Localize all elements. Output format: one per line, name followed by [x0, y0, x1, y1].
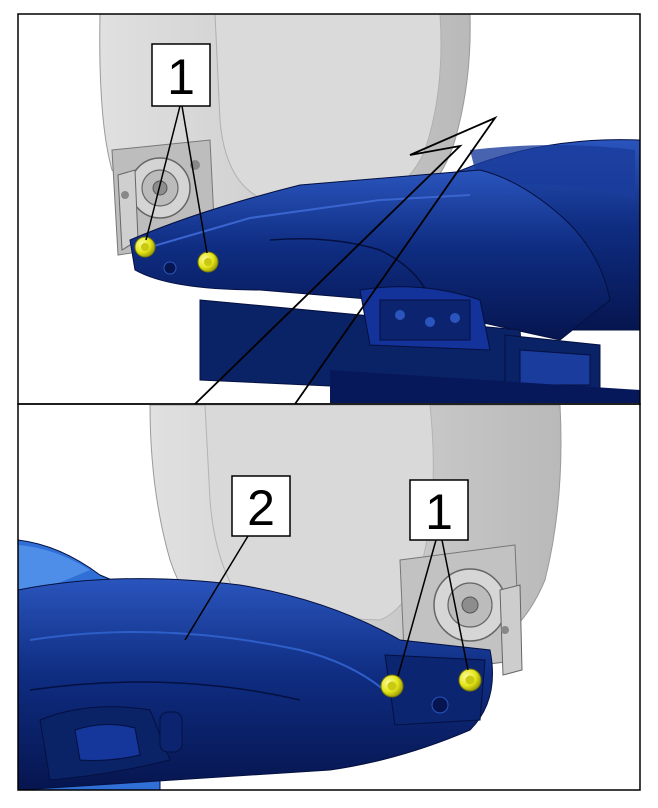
callout-1-top: 1 [145, 43, 211, 254]
yellow-bolt-icon [197, 251, 219, 273]
yellow-bolt-icon [134, 236, 156, 258]
seat-rails [199, 286, 640, 403]
callout-label: 1 [425, 484, 453, 540]
callout-2-bottom: 2 [184, 475, 291, 641]
backrest-inner-panel [214, 14, 442, 199]
leader-line [184, 535, 249, 641]
side-trim-panel [129, 169, 611, 341]
leader-line [397, 539, 437, 677]
leader-line [181, 105, 208, 254]
leader-line [441, 539, 469, 671]
yellow-bolt-icon [380, 674, 404, 698]
recliner-mechanism [111, 139, 216, 256]
callout-label: 1 [167, 49, 195, 105]
bottom-panel-frame [17, 403, 641, 791]
callout-label: 2 [247, 480, 275, 536]
zoom-indicator-wedge [194, 115, 498, 405]
leader-line [145, 105, 181, 241]
callout-1-bottom: 1 [397, 479, 469, 677]
yellow-bolt-icon [458, 668, 482, 692]
seat-adjust-switch [39, 706, 183, 781]
bottom-detail-panel [18, 405, 562, 790]
